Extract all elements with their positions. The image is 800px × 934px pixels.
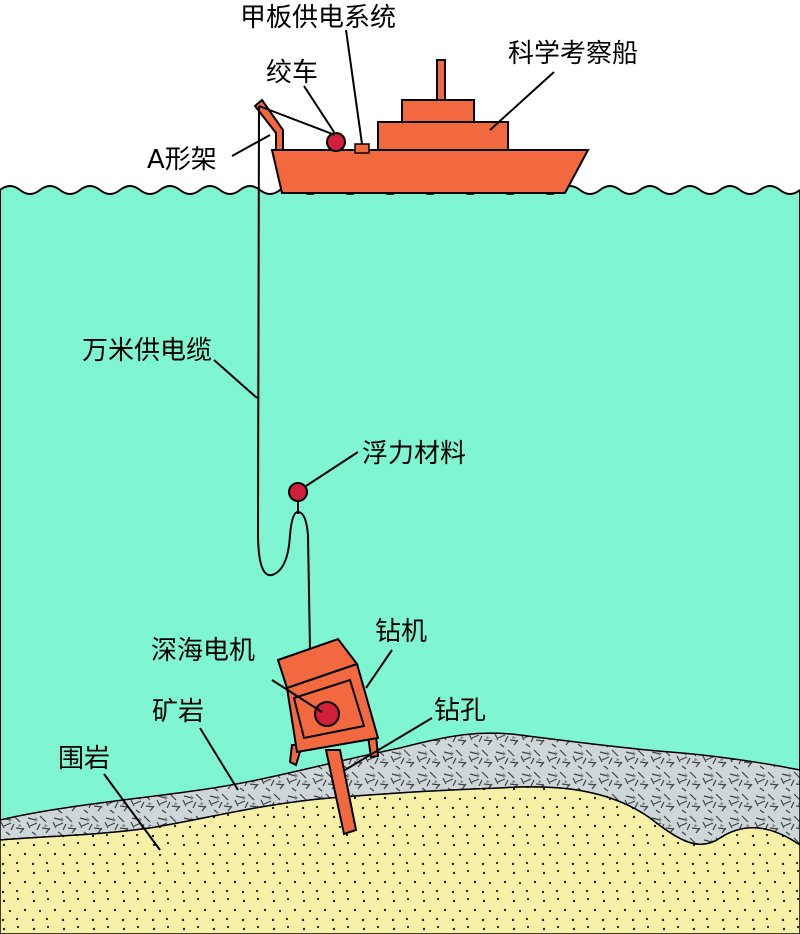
label-deck-power: 甲板供电系统 [240,3,396,33]
label-wall-rock: 围岩 [58,744,110,774]
power-cable [256,105,311,651]
research-ship [253,59,590,194]
leader-deck-power [345,29,363,145]
buoyancy-float [288,482,308,502]
ship-hull [270,149,590,194]
leader-a-frame [231,134,271,157]
a-frame [253,98,284,151]
drill-rig [276,637,380,836]
leader-winch [303,85,335,133]
winch-drum [326,132,346,152]
leader-buoyancy [305,451,359,487]
label-motor: 深海电机 [151,636,255,666]
label-research-ship: 科学考察船 [508,39,638,69]
leader-wall-rock [103,773,161,851]
leader-drill [365,649,393,689]
leader-ship [489,71,555,131]
leader-borehole [344,717,433,771]
label-ore-rock: 矿岩 [152,697,204,727]
leader-ore [199,727,239,791]
label-borehole: 钻孔 [434,696,486,726]
label-cable: 万米供电缆 [82,336,212,366]
ship-mast [436,59,446,103]
wall-rock-layer [0,786,800,934]
leader-motor [271,679,323,713]
ship-bridge [401,99,475,125]
label-a-frame: A形架 [147,145,217,175]
drill-rod [324,749,358,836]
label-drill: 钻机 [375,617,427,647]
deck-power-box [354,143,370,154]
label-winch: 绞车 [266,58,318,88]
cable-to-winch [258,105,336,136]
deep-sea-motor [314,701,340,727]
label-buoyancy: 浮力材料 [362,439,466,469]
leader-cable [213,359,258,399]
